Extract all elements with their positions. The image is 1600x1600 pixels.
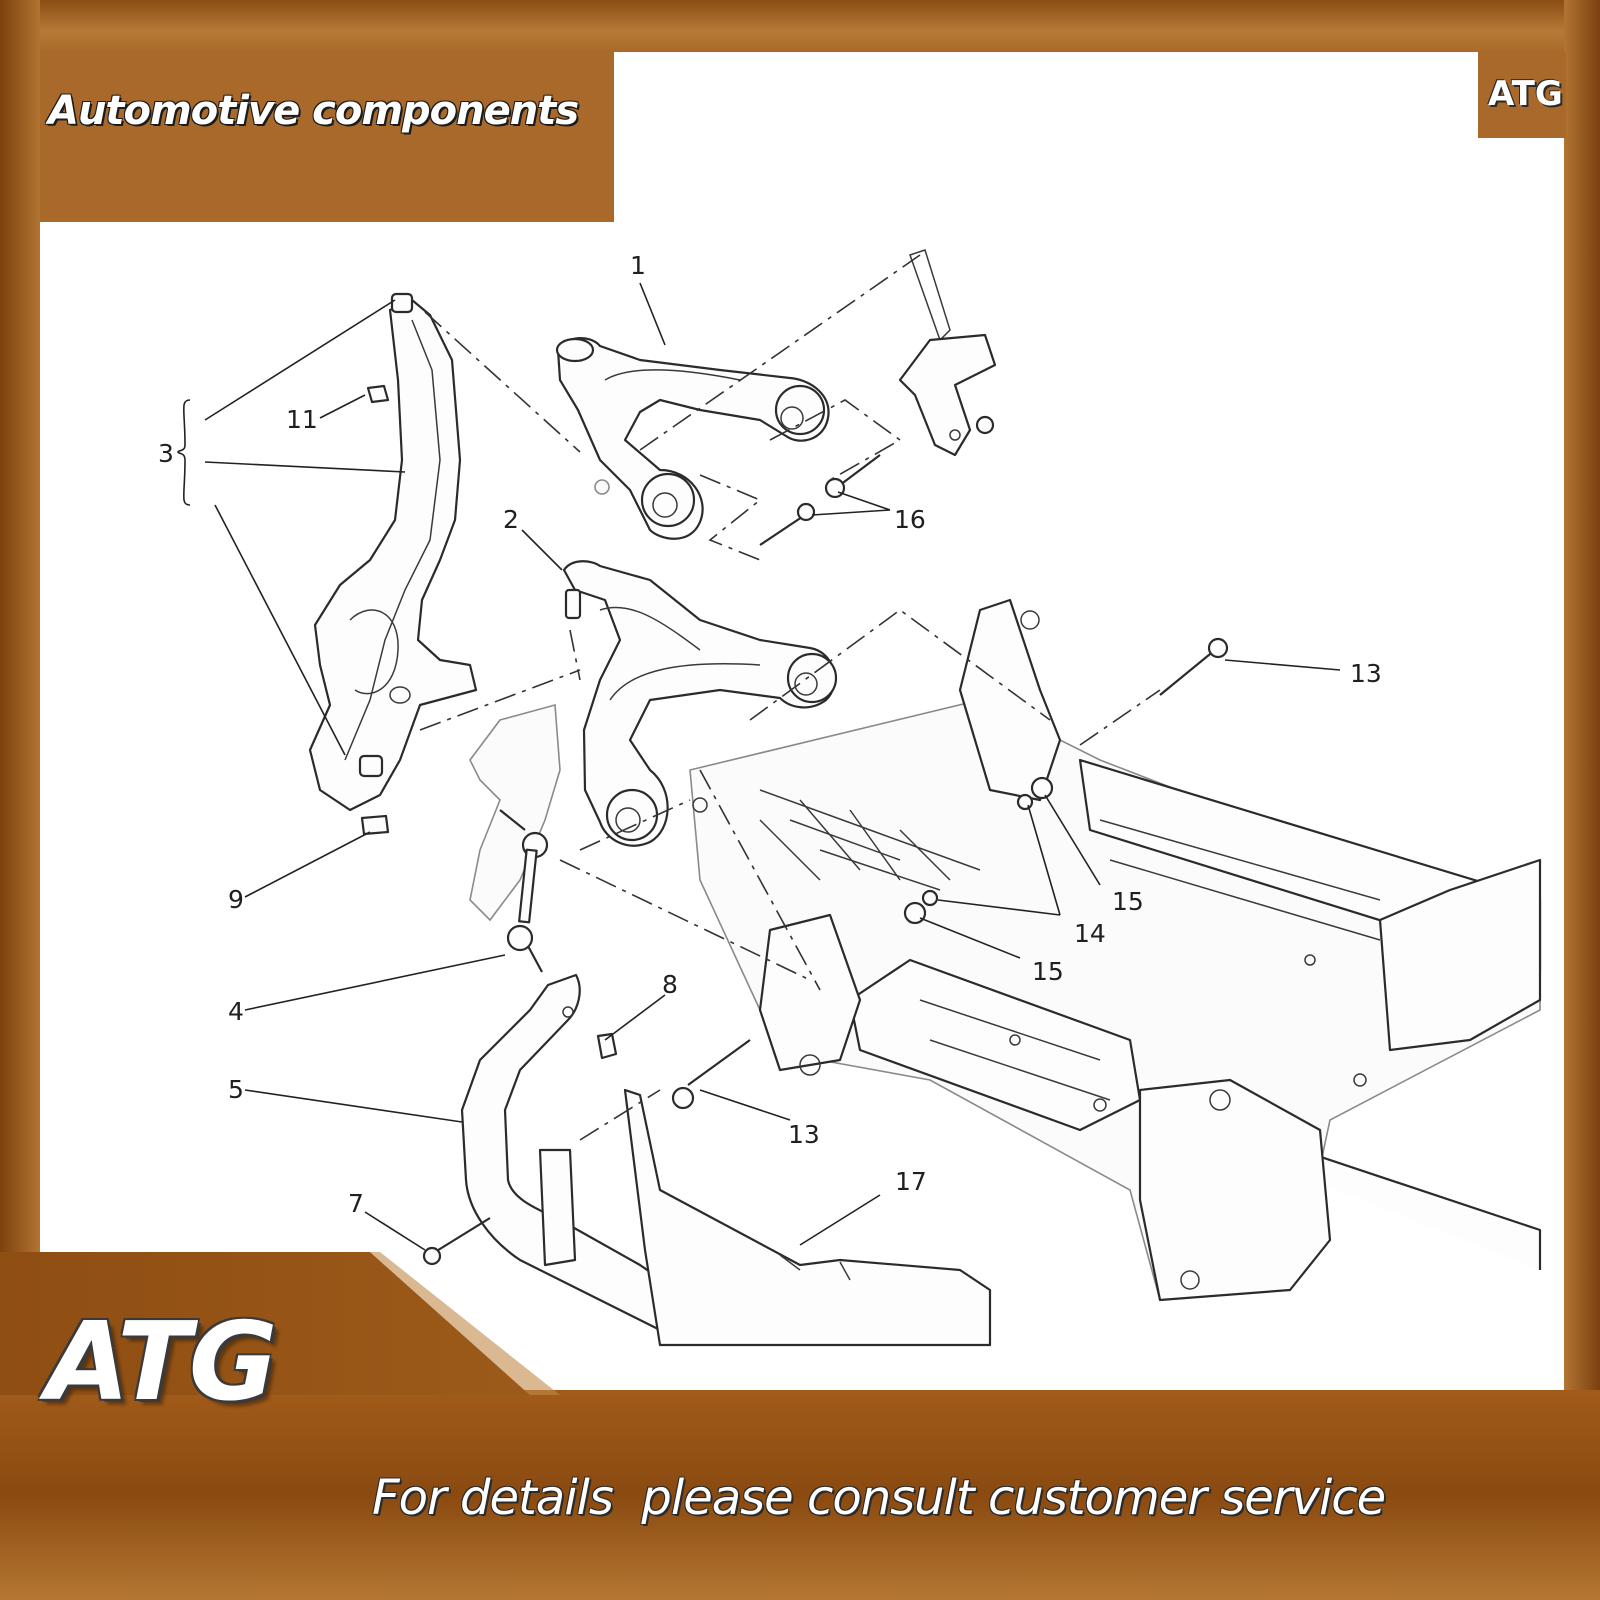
- bolt-13b: [687, 1039, 751, 1086]
- callout-9: 9: [228, 885, 244, 914]
- washer-15a: [1030, 776, 1054, 800]
- callout-13-lower: 13: [788, 1120, 820, 1149]
- bolt-7: [434, 1217, 491, 1253]
- callout-15-upper: 15: [1112, 887, 1144, 916]
- steering-knuckle: [308, 292, 478, 812]
- header-title: Automotive components: [48, 88, 579, 134]
- nut-8: [596, 1032, 618, 1060]
- washer-15b: [903, 901, 927, 925]
- callout-17: 17: [895, 1167, 927, 1196]
- front-subframe: [689, 598, 1542, 1302]
- nut-9: [360, 814, 390, 836]
- bolt-13a: [1159, 649, 1216, 696]
- corner-logo: ATG: [1488, 74, 1563, 114]
- callout-16: 16: [894, 505, 926, 534]
- callout-13-upper: 13: [1350, 659, 1382, 688]
- callout-2: 2: [503, 505, 519, 534]
- upper-control-arm: [555, 337, 830, 540]
- bolt-16a: [759, 514, 806, 546]
- stabilizer-bar: [460, 973, 722, 1342]
- leader-lines: [177, 282, 1341, 1251]
- frame-top: [0, 0, 1600, 52]
- callout-labels: 1 2 3 4 5 7 8 9 11 13 13 14 15 15 16 17: [158, 251, 1382, 1218]
- corner-logo-box: [1478, 52, 1566, 138]
- callout-5: 5: [228, 1075, 244, 1104]
- callout-14: 14: [1074, 919, 1106, 948]
- bottom-banner: [0, 1252, 1600, 1600]
- height-sensor: [898, 249, 997, 457]
- frame-right: [1564, 0, 1600, 1600]
- callout-3: 3: [158, 439, 174, 468]
- header-banner: [40, 52, 614, 222]
- nut-11: [366, 384, 390, 404]
- stabilizer-link: [499, 809, 549, 973]
- callout-15-lower: 15: [1032, 957, 1064, 986]
- bolt-16b: [839, 454, 881, 486]
- brand-logo: ATG: [46, 1300, 278, 1425]
- callout-11: 11: [286, 405, 318, 434]
- callout-4: 4: [228, 997, 244, 1026]
- center-lines: [419, 254, 1161, 1141]
- bushing-14b: [921, 889, 939, 907]
- callout-1: 1: [630, 251, 646, 280]
- callout-8: 8: [662, 970, 678, 999]
- bushing-14a: [1016, 793, 1034, 811]
- skid-plate-bracket: [623, 1088, 992, 1347]
- shock-absorber: [469, 703, 561, 922]
- callout-7: 7: [348, 1189, 364, 1218]
- footer-text: For details please consult customer serv…: [372, 1470, 1386, 1526]
